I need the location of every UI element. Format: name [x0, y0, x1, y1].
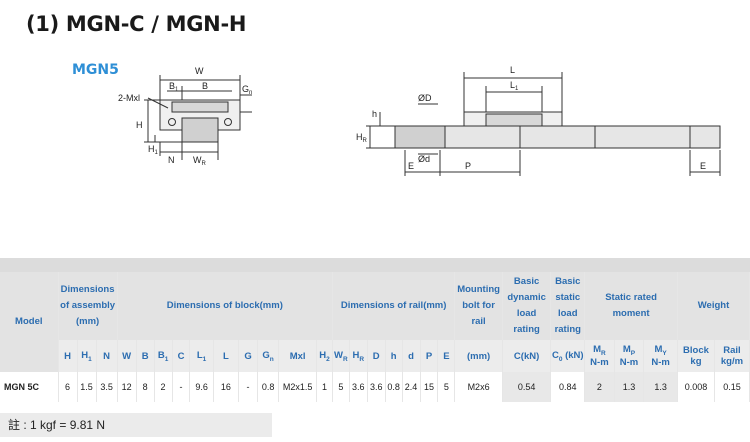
sym-h: H: [58, 340, 78, 372]
cell-hr: 3.6: [349, 372, 368, 402]
page-title: (1) MGN-C / MGN-H: [26, 12, 247, 36]
sym-gn: Gn: [257, 340, 280, 372]
cell-h: 6: [58, 372, 78, 402]
dim-label-n: N: [168, 155, 175, 165]
group-rail: Dimensions of rail(mm): [332, 272, 456, 340]
cell-h-small: 0.8: [385, 372, 403, 402]
cell-my: 1.3: [643, 372, 678, 402]
cell-gn: 0.8: [257, 372, 280, 402]
cell-rail-kgm: 0.15: [714, 372, 750, 402]
cell-d-small: 2.4: [402, 372, 421, 402]
table-symbol-header: H H1 N W B B1 C L1 L G Gn Mxl H2 WR HR D…: [0, 340, 750, 372]
table-top-strip: [0, 258, 750, 272]
dim-label-b1: B1: [169, 81, 179, 93]
dim-label-b: B: [202, 81, 208, 91]
dim-label-h: H: [136, 120, 143, 130]
dim-label-e-right: E: [700, 161, 706, 171]
sym-hr: HR: [349, 340, 368, 372]
sym-w: W: [117, 340, 137, 372]
sym-e: E: [437, 340, 456, 372]
dim-label-e-left: E: [408, 161, 414, 171]
group-block: Dimensions of block(mm): [117, 272, 333, 340]
sym-d: D: [367, 340, 386, 372]
cell-mp: 1.3: [614, 372, 645, 402]
cell-b1: 2: [154, 372, 173, 402]
dim-label-gn: Gn: [242, 84, 252, 96]
cell-g: -: [238, 372, 259, 402]
cell-wr: 5: [332, 372, 350, 402]
model-header: Model: [0, 272, 59, 372]
cell-e: 5: [437, 372, 456, 402]
sym-b1: B1: [154, 340, 173, 372]
sym-d-small: d: [402, 340, 421, 372]
model-subtitle: MGN5: [72, 62, 119, 78]
cell-h1: 1.5: [77, 372, 97, 402]
cell-mr: 2: [584, 372, 615, 402]
dim-label-l: L: [510, 65, 515, 75]
dim-label-hr: HR: [356, 132, 368, 144]
sym-b: B: [136, 340, 155, 372]
sym-l: L: [213, 340, 240, 372]
cell-n: 3.5: [96, 372, 118, 402]
sym-p: P: [420, 340, 439, 372]
side-view-labels: L L1 ØD h HR Ød E P E: [356, 65, 706, 171]
cell-mxl: M2x1.5: [278, 372, 318, 402]
cell-block-kg: 0.008: [677, 372, 715, 402]
cell-model: MGN 5C: [0, 372, 59, 402]
dim-label-mxl: 2-Mxl: [118, 93, 140, 103]
cell-h2: 1: [316, 372, 333, 402]
dim-label-d-small: Ød: [418, 154, 430, 164]
dim-label-h1: H1: [148, 144, 159, 156]
sym-mxl: Mxl: [278, 340, 318, 372]
cell-d: 3.6: [367, 372, 386, 402]
sym-n: N: [96, 340, 118, 372]
sym-c0-kn: C0 (kN): [550, 340, 586, 372]
dim-label-p: P: [465, 161, 471, 171]
sym-g: G: [238, 340, 259, 372]
footnote: 註 : 1 kgf = 9.81 N: [0, 413, 272, 437]
dim-label-d-big: ØD: [418, 93, 432, 103]
sym-h1: H1: [77, 340, 97, 372]
sym-h-small: h: [385, 340, 403, 372]
sym-c-kn: C(kN): [502, 340, 552, 372]
sym-c: C: [172, 340, 191, 372]
sym-bolt-unit: (mm): [454, 340, 503, 372]
sym-h2: H2: [316, 340, 333, 372]
cell-b: 8: [136, 372, 155, 402]
cell-c-kn: 0.54: [502, 372, 552, 402]
cell-l1: 9.6: [189, 372, 214, 402]
dim-label-h-small: h: [372, 109, 377, 119]
table-row: MGN 5C 6 1.5 3.5 12 8 2 - 9.6 16 - 0.8 M…: [0, 372, 750, 402]
front-view-labels: W B1 B 2-Mxl Gn H H1 N WR: [118, 66, 252, 167]
technical-drawing: W B1 B 2-Mxl Gn H H1 N WR: [118, 65, 721, 176]
dim-label-l1: L1: [510, 80, 519, 92]
cell-bolt: M2x6: [454, 372, 503, 402]
sym-wr: WR: [332, 340, 350, 372]
group-weight: Weight: [677, 272, 750, 340]
side-view-drawing: [366, 72, 721, 176]
dim-label-w: W: [195, 66, 204, 76]
cell-c: -: [172, 372, 191, 402]
sym-l1: L1: [189, 340, 214, 372]
dim-label-wr: WR: [193, 155, 207, 167]
cell-l: 16: [213, 372, 240, 402]
cell-w: 12: [117, 372, 137, 402]
front-view-drawing: [144, 75, 252, 160]
cell-p: 15: [420, 372, 439, 402]
cell-c0-kn: 0.84: [550, 372, 586, 402]
